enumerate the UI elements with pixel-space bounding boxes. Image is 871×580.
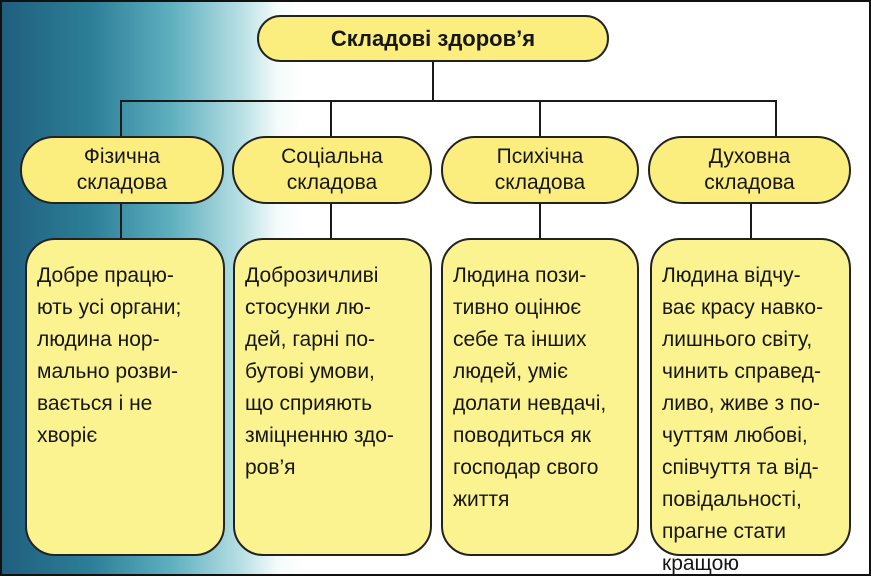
- component-psychological-title: Психічна складова: [441, 136, 639, 204]
- connector-horizontal: [120, 100, 777, 102]
- description-line: Людина відчу-: [662, 264, 801, 287]
- description-line: життя: [453, 488, 510, 511]
- description-line: співчуття та від-: [662, 456, 819, 479]
- description-line: Добре працю-: [37, 264, 174, 287]
- description-line: бутові умови,: [245, 360, 375, 383]
- title-text: Складові здоров’я: [330, 25, 536, 51]
- description-line: себе та інших: [453, 328, 587, 351]
- component-title-line: складова: [494, 171, 586, 194]
- connector-3: [539, 100, 541, 138]
- description-line: вається і не: [37, 392, 153, 415]
- description-line: що сприяють: [245, 392, 373, 415]
- description-line: хворіє: [37, 424, 98, 447]
- description-line: стосунки лю-: [245, 296, 371, 319]
- connector-2b: [330, 202, 332, 240]
- component-psychological-description: Людина пози-тивно оцінює себе та інших люд…: [441, 238, 639, 556]
- component-social-description: Доброзичливі стосунки лю-дей, гарні по-бу…: [233, 238, 432, 556]
- description-line: людина нор-: [37, 328, 160, 351]
- component-physical-title: Фізична складова: [20, 136, 224, 204]
- description-line: долати невдачі,: [453, 392, 607, 415]
- description-line: лишнього світу,: [662, 328, 813, 351]
- connector-1b: [120, 202, 122, 240]
- component-spiritual-description: Людина відчу-ває красу навко-лишнього св…: [650, 238, 851, 575]
- component-title-line: складова: [76, 171, 168, 194]
- description-line: людей, уміє: [453, 360, 568, 383]
- description-line: прагне стати: [662, 520, 786, 543]
- component-title-line: Соціальна: [281, 145, 383, 168]
- connector-4b: [750, 202, 752, 240]
- connector-4: [775, 100, 777, 138]
- component-title-line: складова: [286, 171, 378, 194]
- component-spiritual-title: Духовна складова: [648, 136, 851, 204]
- description-line: чуттям любові,: [662, 424, 808, 447]
- component-title-line: Психічна: [496, 145, 584, 168]
- description-line: чинить справед-: [662, 360, 822, 383]
- connector-title-down: [432, 60, 434, 102]
- description-line: повідальності,: [662, 488, 802, 511]
- component-title-line: Фізична: [83, 145, 161, 168]
- component-title-line: складова: [704, 171, 795, 194]
- component-title-line: Духовна: [708, 145, 791, 168]
- description-line: Доброзичливі: [245, 264, 379, 287]
- description-line: тивно оцінює: [453, 296, 582, 319]
- component-social-title: Соціальна складова: [232, 136, 432, 204]
- connector-3b: [539, 202, 541, 240]
- description-line: ливо, живе з по-: [662, 392, 820, 415]
- description-line: дей, гарні по-: [245, 328, 376, 351]
- description-line: господар свого: [453, 456, 599, 479]
- connector-2: [330, 100, 332, 138]
- description-line: ють усі органи;: [37, 296, 182, 319]
- description-line: ває красу навко-: [662, 296, 824, 319]
- description-line: зміцненню здо-: [245, 424, 394, 447]
- description-line: мально розви-: [37, 360, 179, 383]
- diagram-title: Складові здоров’я: [257, 15, 609, 62]
- component-physical-description: Добре працю-ють усі органи; людина нор-ма…: [25, 238, 225, 556]
- connector-1: [120, 100, 122, 138]
- description-line: поводиться як: [453, 424, 591, 447]
- description-line: Людина пози-: [453, 264, 587, 287]
- description-line: ров’я: [245, 456, 296, 479]
- description-line: кращою: [662, 552, 740, 575]
